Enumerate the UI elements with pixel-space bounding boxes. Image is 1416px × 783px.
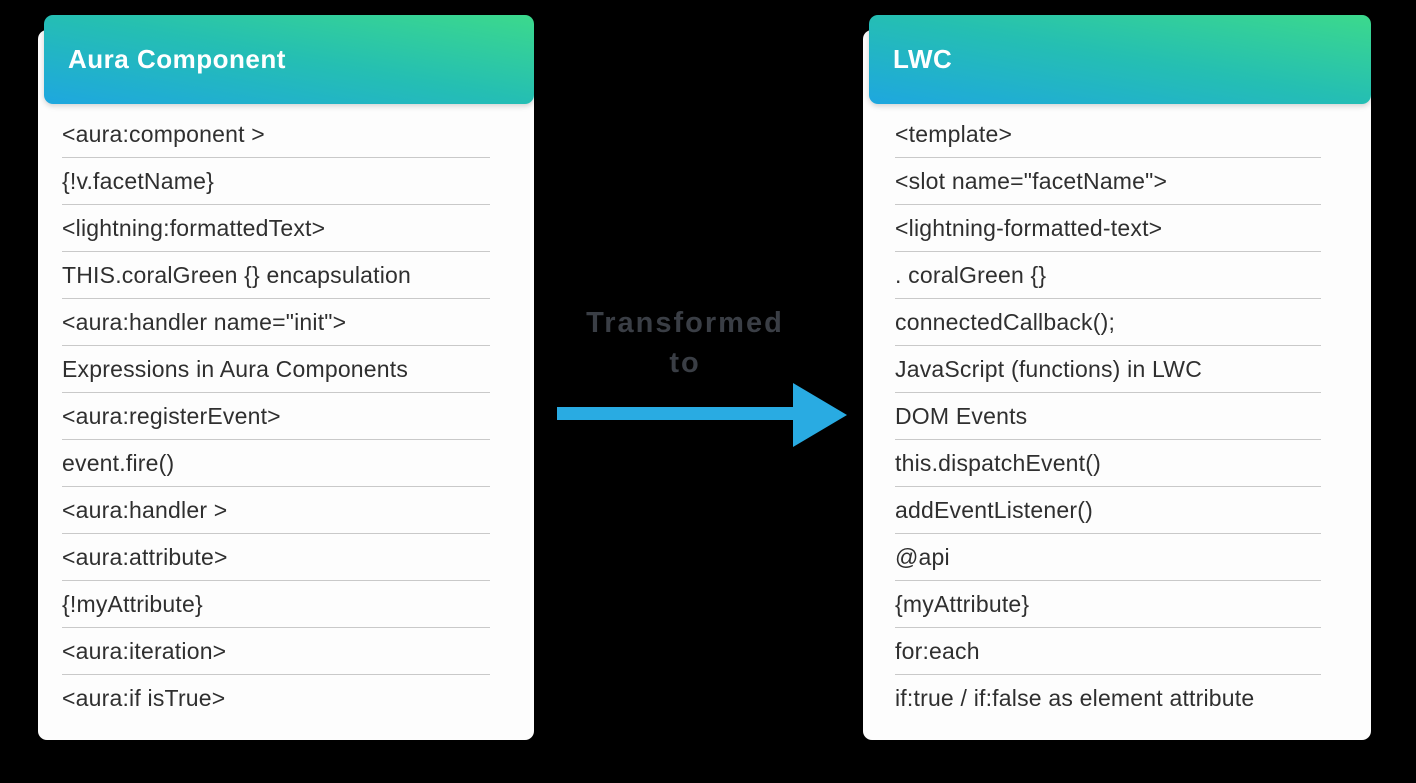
list-item: JavaScript (functions) in LWC: [895, 346, 1321, 393]
transform-arrow: [557, 383, 847, 447]
list-item: {!myAttribute}: [62, 581, 490, 628]
lwc-card-title: LWC: [893, 44, 953, 74]
list-item: <aura:registerEvent>: [62, 393, 490, 440]
list-item: <aura:iteration>: [62, 628, 490, 675]
list-item: addEventListener(): [895, 487, 1321, 534]
list-item: <slot name="facetName">: [895, 158, 1321, 205]
list-item: event.fire(): [62, 440, 490, 487]
aura-card-title: Aura Component: [68, 44, 286, 74]
list-item: <template>: [895, 111, 1321, 158]
list-item: . coralGreen {}: [895, 252, 1321, 299]
arrow-shaft: [557, 407, 797, 420]
list-item: @api: [895, 534, 1321, 581]
aura-component-card: Aura Component <aura:component >{!v.face…: [38, 15, 534, 740]
list-item: if:true / if:false as element attribute: [895, 684, 1255, 711]
list-item: <aura:if isTrue>: [62, 684, 226, 711]
list-item: <lightning-formatted-text>: [895, 205, 1321, 252]
transform-label-line1: Transformed: [586, 307, 784, 339]
transform-label: Transformed to: [560, 303, 810, 383]
aura-card-header: Aura Component: [44, 15, 534, 104]
aura-code-list: <aura:component >{!v.facetName}<lightnin…: [38, 104, 534, 721]
list-item: <aura:attribute>: [62, 534, 490, 581]
lwc-code-list: <template><slot name="facetName"><lightn…: [863, 104, 1371, 721]
lwc-card-header: LWC: [869, 15, 1371, 104]
list-item: <aura:component >: [62, 111, 490, 158]
list-item: connectedCallback();: [895, 299, 1321, 346]
lwc-card: LWC <template><slot name="facetName"><li…: [863, 15, 1371, 740]
list-item: {!v.facetName}: [62, 158, 490, 205]
arrow-head-icon: [793, 383, 847, 447]
list-item: <aura:handler name="init">: [62, 299, 490, 346]
list-item: Expressions in Aura Components: [62, 346, 490, 393]
list-item: DOM Events: [895, 393, 1321, 440]
list-item: <aura:handler >: [62, 487, 490, 534]
list-item: this.dispatchEvent(): [895, 440, 1321, 487]
list-item: THIS.coralGreen {} encapsulation: [62, 252, 490, 299]
list-item: <lightning:formattedText>: [62, 205, 490, 252]
transform-label-line2: to: [669, 347, 701, 379]
list-item: {myAttribute}: [895, 581, 1321, 628]
list-item: for:each: [895, 628, 1321, 675]
